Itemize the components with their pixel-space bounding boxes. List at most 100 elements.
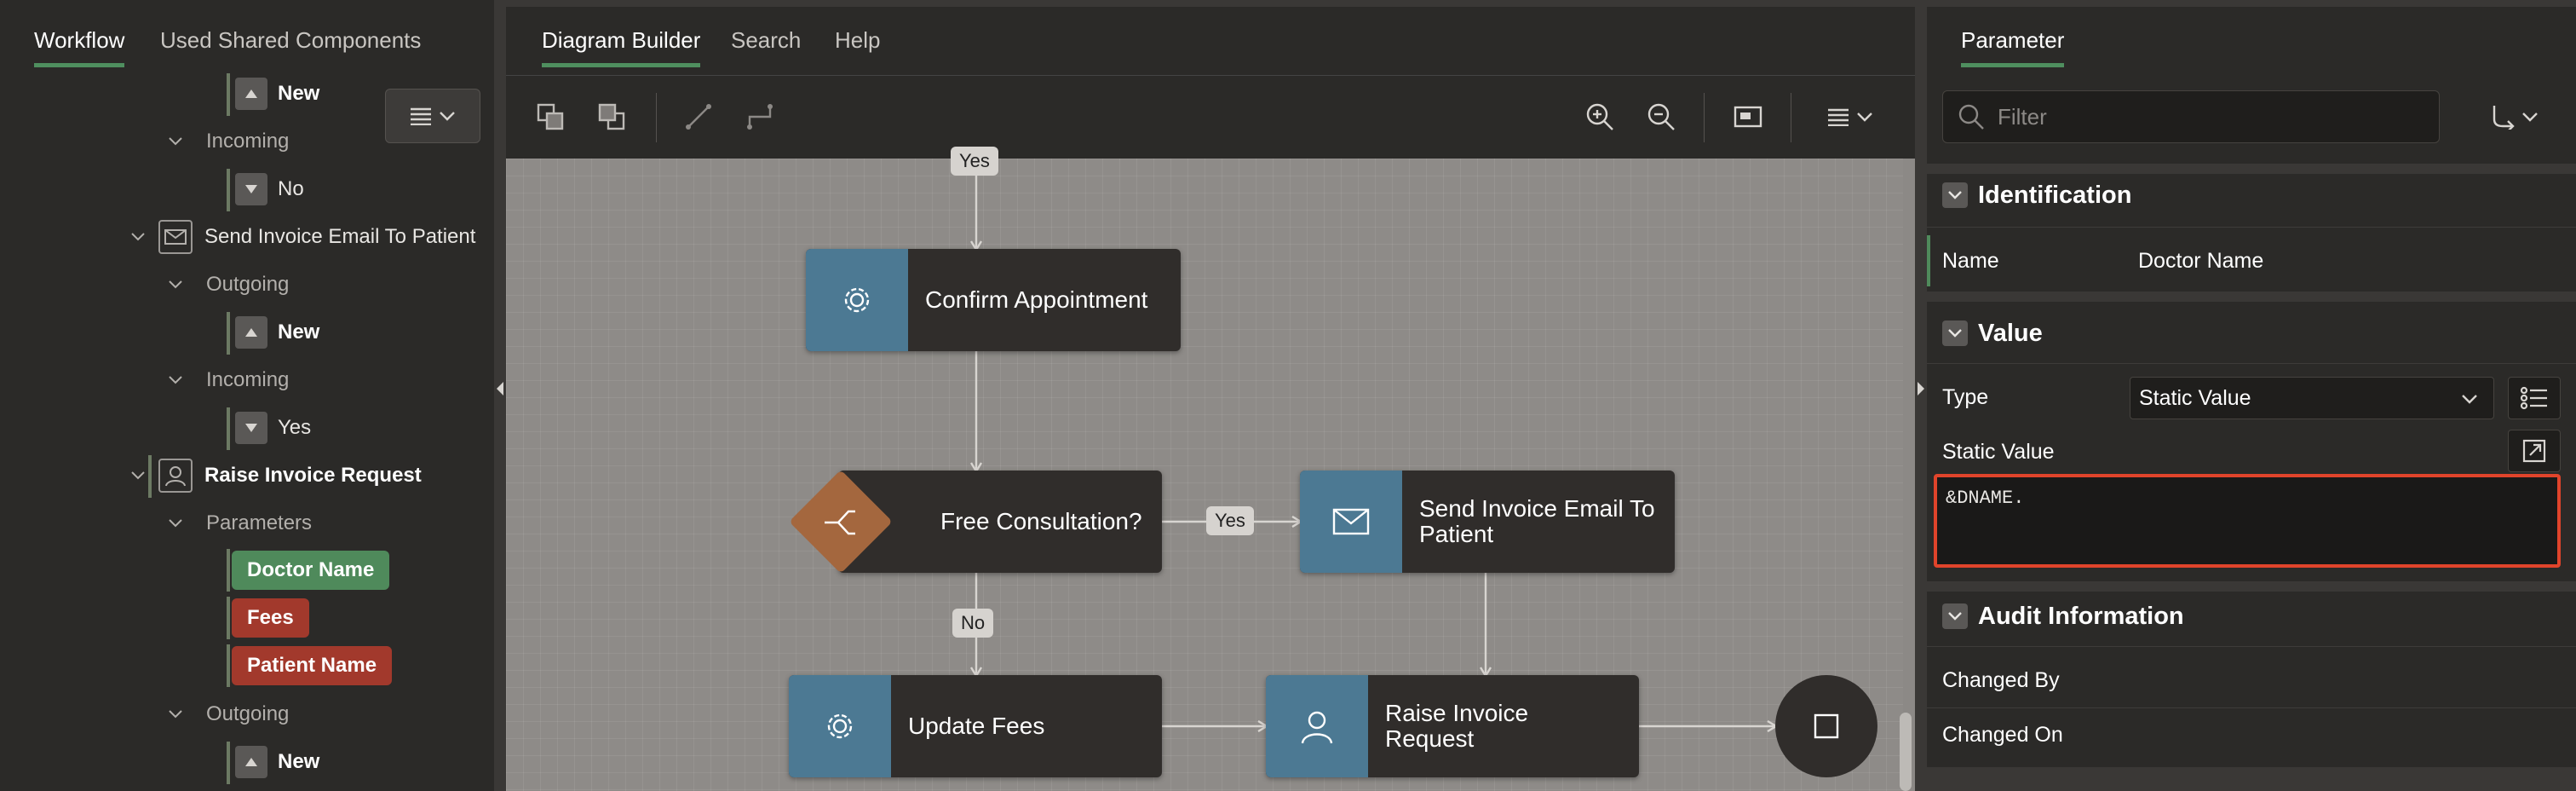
connector-label-yes[interactable]: Yes (951, 147, 998, 176)
tree-item-incoming[interactable]: Incoming (0, 121, 358, 162)
workflow-tree-pane: Workflow Used Shared Components New Inco… (0, 0, 494, 791)
bring-forward-button[interactable] (528, 95, 572, 139)
diagram-canvas[interactable]: Yes Confirm Appointment Free Consultatio… (506, 147, 1912, 791)
param-fees[interactable]: Fees (232, 598, 309, 638)
section-value[interactable]: Value (1927, 303, 2576, 363)
left-tabs: Workflow Used Shared Components (0, 7, 494, 75)
tab-help[interactable]: Help (835, 27, 881, 53)
tree-item-send-invoice-email[interactable]: Send Invoice Email To Patient (0, 217, 494, 257)
gear-play-icon (789, 675, 891, 777)
tab-parameter[interactable]: Parameter (1961, 27, 2065, 67)
arrow-up-icon (235, 78, 267, 110)
diagram-toolbar (506, 75, 1915, 159)
diagram-builder-pane: Diagram Builder Search Help (506, 0, 1915, 791)
chevron-down-icon (169, 376, 182, 384)
collapse-left-icon[interactable] (497, 382, 503, 396)
node-confirm-appointment[interactable]: Confirm Appointment (806, 249, 1181, 351)
chevron-down-icon (2522, 113, 2538, 122)
chevron-down-icon[interactable] (1942, 320, 1968, 346)
node-update-fees[interactable]: Update Fees (789, 675, 1162, 777)
node-raise-invoice-request[interactable]: Raise Invoice Request (1266, 675, 1639, 777)
static-value-textarea[interactable]: &DNAME. (1934, 474, 2561, 568)
tree-item-outgoing[interactable]: Outgoing (0, 694, 358, 735)
list-icon (2520, 386, 2547, 410)
expand-editor-icon (2522, 439, 2546, 463)
tree-item-no[interactable]: No (0, 169, 358, 211)
go-to-group-button[interactable] (2481, 95, 2549, 138)
tree-menu-button[interactable] (385, 89, 480, 143)
chevron-down-icon[interactable] (1942, 182, 1968, 208)
fit-screen-icon (1734, 106, 1762, 128)
chevron-down-icon (440, 112, 455, 121)
name-value[interactable]: Doctor Name (2138, 249, 2264, 273)
type-select[interactable]: Static Value (2130, 377, 2494, 419)
tab-workflow[interactable]: Workflow (34, 27, 125, 67)
section-audit-information[interactable]: Audit Information (1927, 586, 2576, 646)
filter-box[interactable] (1942, 90, 2440, 143)
straight-line-icon (686, 104, 711, 130)
filter-input[interactable] (1998, 103, 2424, 130)
go-to-group-icon (2493, 106, 2515, 130)
static-value-label: Static Value (1942, 440, 2055, 464)
zoom-out-icon (1647, 103, 1675, 130)
open-code-editor-button[interactable] (2508, 430, 2561, 472)
tree-item-new[interactable]: New (0, 73, 358, 116)
chevron-down-icon[interactable] (1942, 603, 1968, 629)
right-tabs: Parameter (1927, 0, 2576, 75)
list-of-values-button[interactable] (2508, 377, 2561, 419)
tree-item-incoming[interactable]: Incoming (0, 360, 358, 401)
bring-forward-icon (537, 103, 564, 130)
left-splitter[interactable] (494, 0, 506, 791)
right-splitter[interactable] (1915, 0, 1927, 791)
chevron-down-icon (2462, 395, 2477, 404)
tab-search[interactable]: Search (731, 27, 802, 53)
chevron-down-icon (169, 280, 182, 289)
straight-connector-button[interactable] (676, 95, 721, 139)
user-icon (158, 459, 193, 493)
tree-item-new[interactable]: New (0, 312, 358, 355)
collapse-right-icon[interactable] (1918, 382, 1924, 396)
tree-item-outgoing[interactable]: Outgoing (0, 264, 358, 305)
section-identification[interactable]: Identification (1927, 165, 2576, 225)
name-label: Name (1942, 249, 1999, 273)
zoom-in-button[interactable] (1578, 95, 1622, 139)
arrow-down-icon (235, 173, 267, 205)
tree-item-yes[interactable]: Yes (0, 407, 358, 450)
param-patient-name[interactable]: Patient Name (232, 646, 393, 685)
tree-item-raise-invoice-request[interactable]: Raise Invoice Request (0, 455, 494, 498)
connector-lines (506, 159, 1903, 791)
fit-to-screen-button[interactable] (1726, 95, 1770, 139)
branch-icon (825, 510, 855, 535)
canvas-scrollbar[interactable] (1900, 713, 1912, 791)
stop-square-icon (1814, 713, 1839, 739)
changed-on-label: Changed On (1942, 723, 2063, 747)
end-node[interactable] (1775, 675, 1877, 777)
arrow-up-icon (235, 316, 267, 349)
send-backward-icon (598, 103, 625, 130)
diagram-menu-button[interactable] (1816, 95, 1884, 139)
mail-icon (158, 220, 193, 254)
chevron-down-icon (169, 519, 182, 528)
elbow-connector-button[interactable] (738, 95, 782, 139)
chevron-down-icon (131, 471, 145, 480)
chevron-down-icon (1857, 113, 1872, 122)
chevron-down-icon (169, 137, 182, 146)
mail-icon (1300, 471, 1402, 573)
connector-label-yes[interactable]: Yes (1206, 506, 1254, 535)
zoom-out-button[interactable] (1639, 95, 1683, 139)
connector-label-no[interactable]: No (952, 609, 994, 638)
tab-used-shared-components[interactable]: Used Shared Components (160, 27, 422, 53)
chevron-down-icon (169, 710, 182, 719)
param-doctor-name[interactable]: Doctor Name (232, 551, 390, 590)
send-backward-button[interactable] (589, 95, 634, 139)
tab-diagram-builder[interactable]: Diagram Builder (542, 27, 701, 67)
chevron-down-icon (131, 233, 145, 241)
tree-item-new[interactable]: New (0, 742, 358, 784)
node-free-consultation[interactable]: Free Consultation? (838, 471, 1162, 573)
center-tabs: Diagram Builder Search Help (506, 0, 1915, 75)
arrow-up-icon (235, 746, 267, 778)
elbow-line-icon (747, 104, 773, 130)
zoom-in-icon (1586, 103, 1613, 130)
tree-item-parameters[interactable]: Parameters (0, 503, 358, 544)
node-send-invoice-email[interactable]: Send Invoice Email To Patient (1300, 471, 1675, 573)
